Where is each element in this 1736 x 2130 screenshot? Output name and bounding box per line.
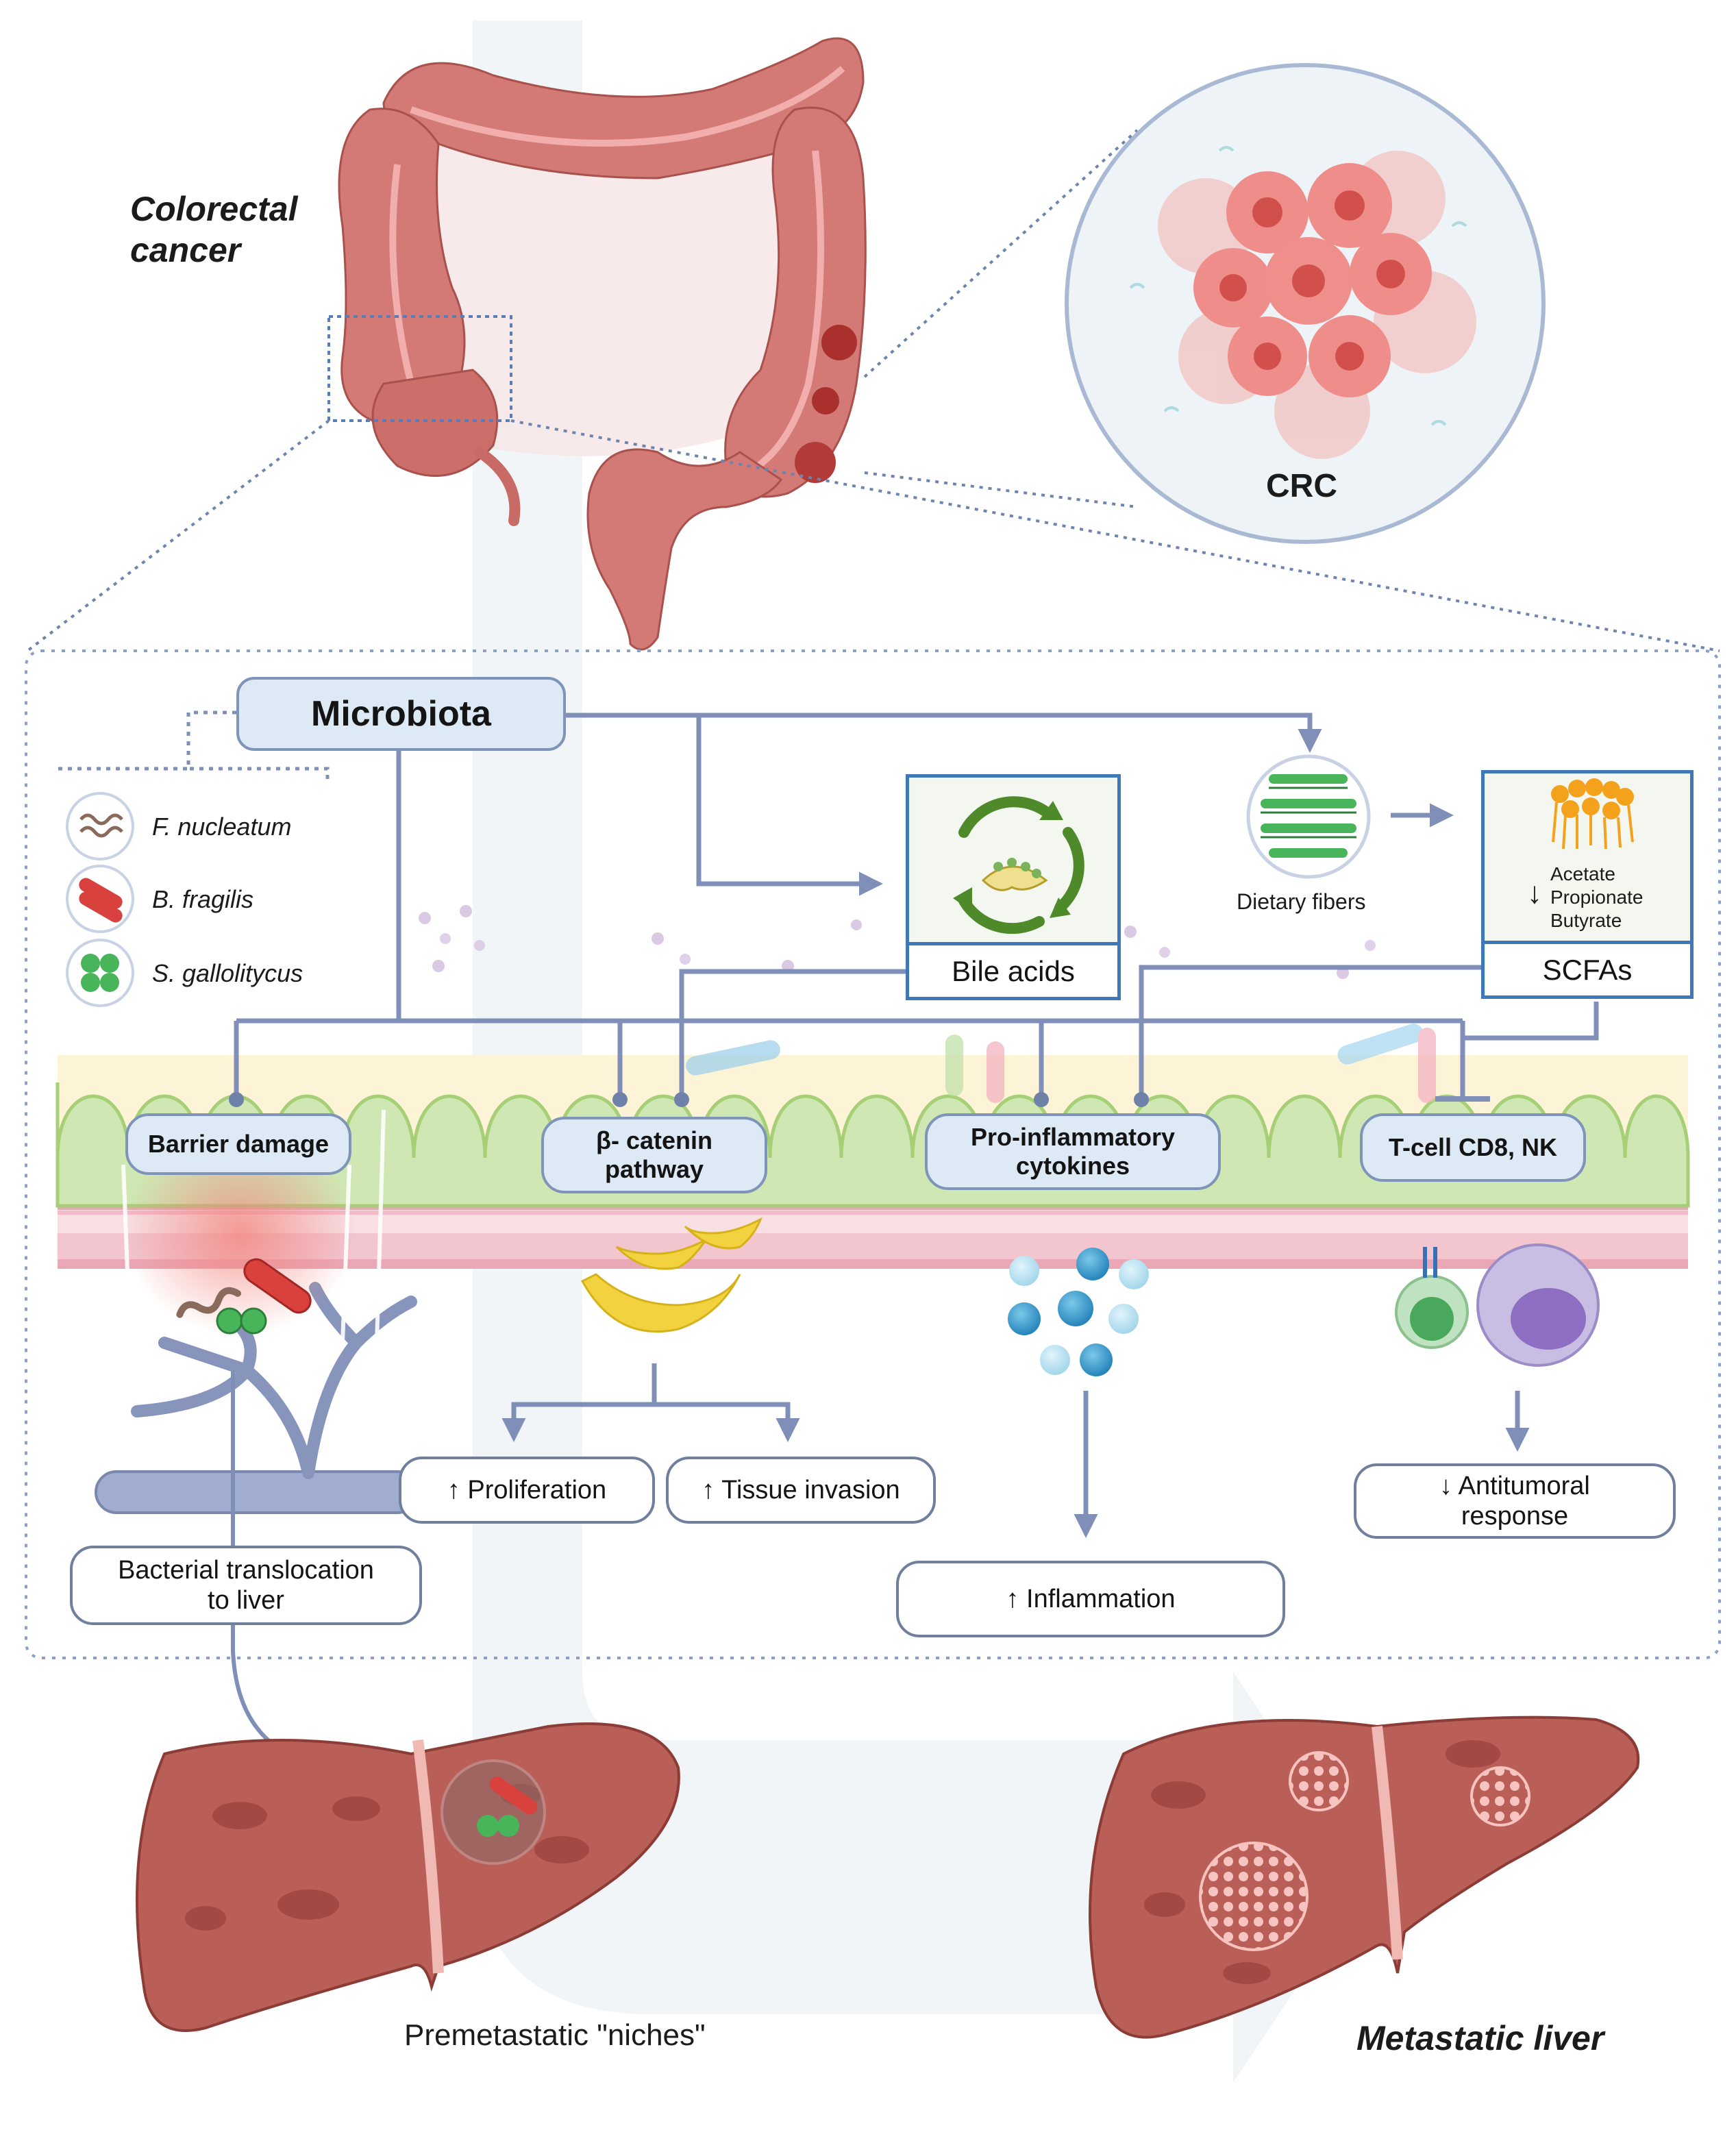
bile-acids-box: Bile acids [906, 774, 1121, 1000]
cytokine-beads [1008, 1248, 1149, 1376]
species-s-gallolitycus: S. gallolitycus [152, 959, 303, 987]
immune-cells [1395, 1243, 1600, 1367]
beta-catenin-shapes [580, 1217, 762, 1333]
tissue-invasion-box: ↑ Tissue invasion [666, 1457, 936, 1524]
translocating-bacteria [176, 1258, 312, 1335]
microbiota-box: Microbiota [236, 677, 566, 751]
pathway-endpoints [229, 1092, 1149, 1107]
bacterial-translocation-box: Bacterial translocation to liver [70, 1546, 422, 1625]
bile-acids-label: Bile acids [909, 942, 1117, 997]
barrier-damage-box: Barrier damage [125, 1113, 351, 1175]
dietary-fibers-label: Dietary fibers [1237, 889, 1366, 914]
dietary-fibers-icon [1246, 754, 1371, 879]
blood-vessel [95, 1282, 419, 1514]
inflammation-box: ↑ Inflammation [896, 1561, 1285, 1637]
premetastatic-niches-label: Premetastatic "niches" [404, 2018, 706, 2052]
proliferation-box: ↑ Proliferation [399, 1457, 655, 1524]
beta-catenin-box: β- catenin pathway [541, 1117, 767, 1193]
antitumoral-response-box: ↓ Antitumoral response [1354, 1463, 1676, 1539]
premetastatic-liver [136, 1722, 680, 2032]
crc-zoom-circle [1065, 63, 1546, 544]
species-f-nucleatum: F. nucleatum [152, 813, 292, 841]
crc-label: CRC [1266, 468, 1337, 504]
tcell-nk-box: T-cell CD8, NK [1360, 1113, 1586, 1182]
colon-illustration [327, 37, 867, 651]
mechanism-panel [25, 649, 1721, 1659]
metastatic-liver [1089, 1716, 1640, 2039]
scfas-box: ↓ Acetate Propionate Butyrate SCFAs [1481, 770, 1694, 999]
species-icons [66, 792, 134, 1007]
metastatic-liver-label: Metastatic liver [1356, 2019, 1604, 2057]
colorectal-title: Colorectal cancer [130, 190, 298, 269]
species-b-fragilis: B. fragilis [152, 885, 254, 913]
bile-acid-cycle-icon [953, 796, 1084, 934]
proinflammatory-box: Pro-inflammatory cytokines [925, 1113, 1221, 1190]
scfa-down-arrow: ↓ [1527, 876, 1542, 910]
scfa-micelle-icon [1551, 778, 1634, 850]
scfa-list: Acetate Propionate Butyrate [1550, 863, 1644, 931]
scfas-label: SCFAs [1485, 941, 1690, 995]
metabolite-particles [419, 905, 1436, 1103]
